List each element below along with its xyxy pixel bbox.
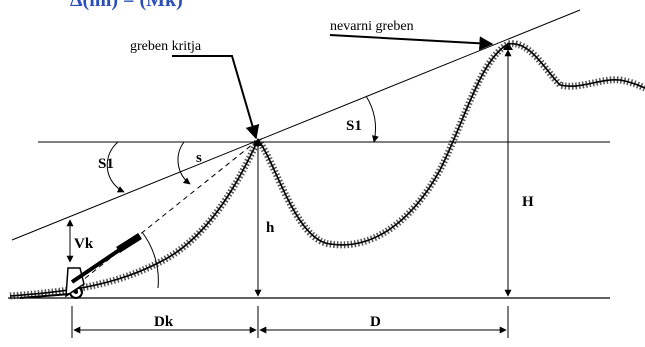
label-greben-kritja: greben kritja bbox=[130, 39, 202, 54]
gun-icon bbox=[19, 233, 142, 299]
s-arc bbox=[177, 141, 191, 185]
terrain-profile bbox=[9, 40, 645, 300]
cut-title: Δ(ml) = (Mk) bbox=[70, 0, 183, 11]
label-s: s bbox=[196, 150, 202, 166]
label-s1-left: S1 bbox=[98, 156, 114, 172]
label-d: D bbox=[370, 314, 381, 330]
label-s1-right: S1 bbox=[346, 118, 362, 134]
label-h: h bbox=[266, 220, 275, 236]
crest-marker bbox=[253, 138, 263, 146]
dangerous-crest-pointer bbox=[329, 34, 494, 51]
crest-pointer bbox=[172, 55, 260, 140]
label-H: H bbox=[522, 194, 534, 210]
label-vk: Vk bbox=[74, 236, 94, 252]
s1-left-arc bbox=[106, 141, 125, 193]
sight-line bbox=[11, 9, 581, 241]
terrain-line bbox=[9, 43, 645, 297]
elevation-arc bbox=[141, 231, 159, 289]
label-dk: Dk bbox=[154, 314, 174, 330]
s1-right-arc bbox=[365, 95, 379, 143]
dangerous-crest-marker bbox=[503, 42, 513, 50]
label-nevarni-greben: nevarni greben bbox=[330, 19, 414, 34]
